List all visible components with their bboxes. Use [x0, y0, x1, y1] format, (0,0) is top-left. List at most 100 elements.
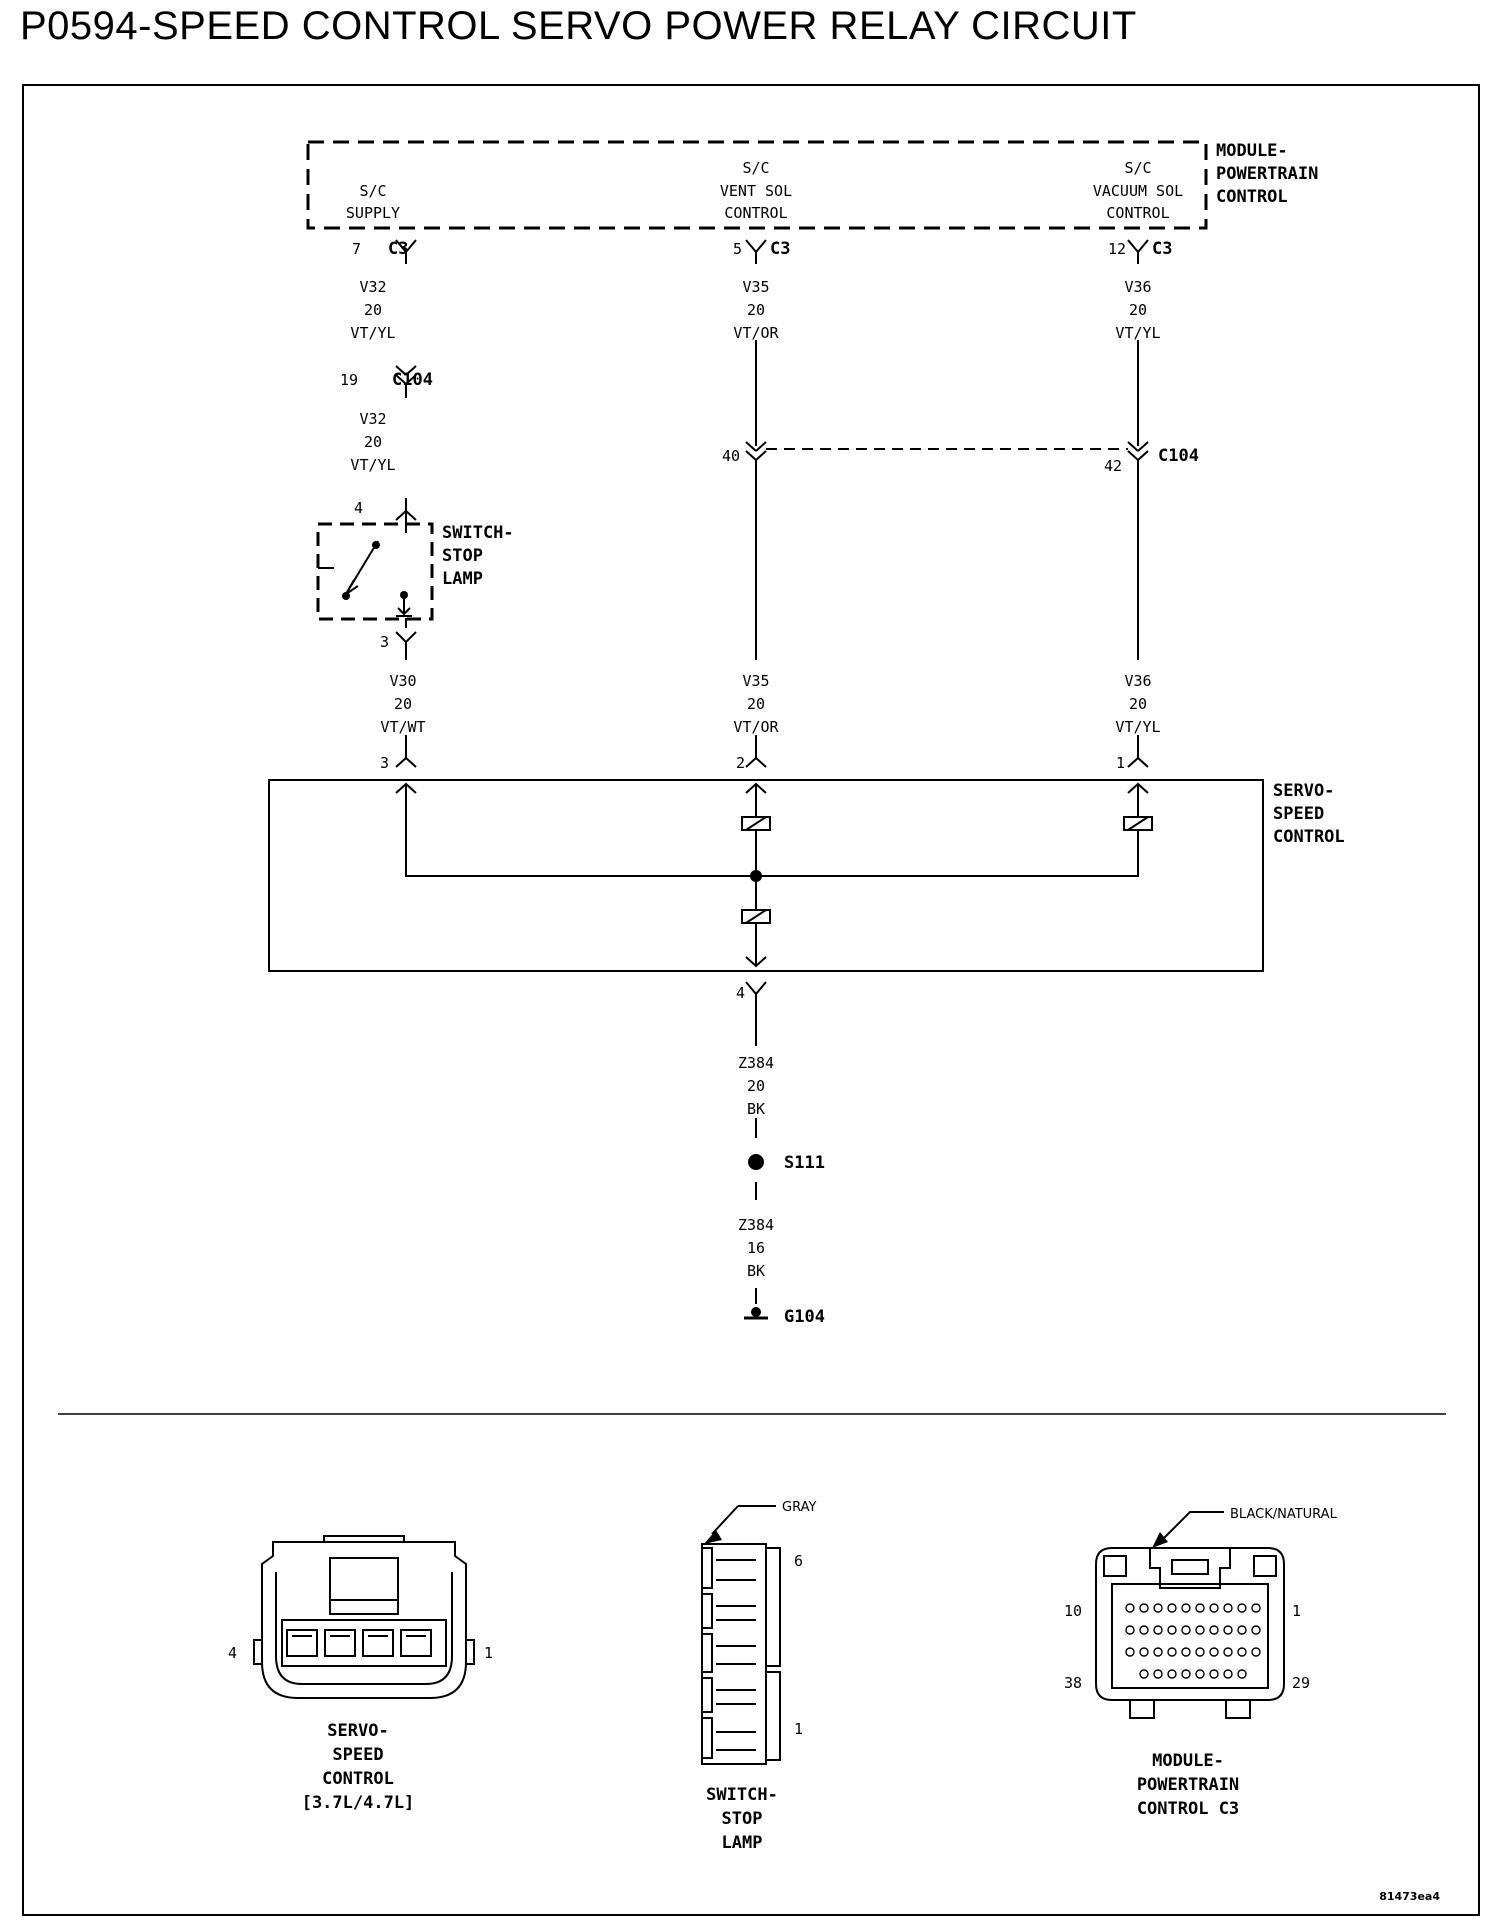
- pcm-conn-pins: [1125, 1603, 1261, 1679]
- ground-g104-label: G104: [784, 1307, 825, 1327]
- servo-ground-pin4: 4: [736, 984, 745, 1002]
- pcm-conn-pin10: 10: [1064, 1602, 1082, 1620]
- pcm-conn-pin29: 29: [1292, 1674, 1310, 1692]
- pcm-conn-pin38: 38: [1064, 1674, 1082, 1692]
- c104-label-left: C104: [392, 370, 433, 390]
- stop-switch-name-line2: STOP: [442, 546, 483, 566]
- wire-v30-code: V30: [389, 672, 416, 690]
- c104-pin42: 42: [1104, 457, 1122, 475]
- pcm-pin-vent-label-line3: CONTROL: [724, 204, 787, 222]
- servo-conn-name-line4: [3.7L/4.7L]: [302, 1793, 415, 1813]
- wire-v35-upper-code: V35: [742, 278, 769, 296]
- switch-conn-name-line3: LAMP: [722, 1833, 763, 1853]
- wire-v32-upper-gauge: 20: [364, 301, 382, 319]
- c3-pin7-connector-symbol: [395, 239, 417, 264]
- stop-lamp-switch: [316, 511, 434, 621]
- pcm-conn-pin1: 1: [1292, 1602, 1301, 1620]
- splice-s111-label: S111: [784, 1153, 825, 1173]
- wire-v36-upper-color: VT/YL: [1115, 324, 1160, 342]
- servo-name-line3: CONTROL: [1273, 827, 1345, 847]
- stop-switch-name-line1: SWITCH-: [442, 523, 514, 543]
- wire-v30-color: VT/WT: [380, 718, 425, 736]
- c3-label-supply: C3: [388, 239, 408, 259]
- servo-speed-control: [268, 779, 1264, 972]
- wire-v35-lower-gauge: 20: [747, 695, 765, 713]
- wire-v36-upper-gauge: 20: [1129, 301, 1147, 319]
- servo-conn-pin4: 4: [228, 1644, 237, 1662]
- switch-conn-name-line1: SWITCH-: [706, 1785, 778, 1805]
- pcm-name-line1: MODULE-: [1216, 141, 1288, 161]
- servo-conn-name-line3: CONTROL: [322, 1769, 394, 1789]
- c104-label-right: C104: [1158, 446, 1199, 466]
- wire-v32-lower-gauge: 20: [364, 433, 382, 451]
- pcm-module-outline: [306, 140, 1208, 230]
- c3-pin12: 12: [1108, 240, 1126, 258]
- wire-v35-lower-color: VT/OR: [733, 718, 779, 736]
- wire-sc-supply: [395, 239, 417, 768]
- wire-v32-upper-code: V32: [359, 278, 386, 296]
- pcm-pin-vent-label-line1: S/C: [742, 159, 769, 177]
- switch-conn-pin6: 6: [794, 1552, 803, 1570]
- switch-conn-color: GRAY: [782, 1500, 816, 1515]
- servo-pin1: 1: [1116, 754, 1125, 772]
- c3-pin5: 5: [733, 240, 742, 258]
- switch-conn-pin1: 1: [794, 1720, 803, 1738]
- servo-name-line2: SPEED: [1273, 804, 1324, 824]
- pcm-conn-name-line1: MODULE-: [1152, 1751, 1224, 1771]
- wire-z384-16-color: BK: [747, 1262, 765, 1280]
- wire-vacuum-sol: [1127, 239, 1149, 768]
- servo-pin2: 2: [736, 754, 745, 772]
- pcm-pin-vent-label-line2: VENT SOL: [720, 182, 792, 200]
- pcm-name-line2: POWERTRAIN: [1216, 164, 1318, 184]
- c3-pin7: 7: [352, 240, 361, 258]
- pcm-pin-vacuum-label-line2: VACUUM SOL: [1093, 182, 1183, 200]
- wire-z384-16-gauge: 16: [747, 1239, 765, 1257]
- wire-v36-lower-color: VT/YL: [1115, 718, 1160, 736]
- diagram-frame: [22, 84, 1480, 1916]
- pcm-connector-view: [1095, 1511, 1285, 1719]
- servo-conn-name-line1: SERVO-: [327, 1721, 388, 1741]
- pcm-name-line3: CONTROL: [1216, 187, 1288, 207]
- wire-vent-sol: [745, 239, 767, 768]
- servo-name-line1: SERVO-: [1273, 781, 1334, 801]
- splice-s111-dot: [748, 1154, 764, 1170]
- wire-ground: [744, 981, 768, 1320]
- c3-label-vent: C3: [770, 239, 790, 259]
- wire-v36-lower-gauge: 20: [1129, 695, 1147, 713]
- pcm-conn-name-line2: POWERTRAIN: [1137, 1775, 1239, 1795]
- stop-switch-pin4: 4: [354, 499, 363, 517]
- c104-pin40: 40: [722, 447, 740, 465]
- wire-z384-20-color: BK: [747, 1100, 765, 1118]
- wire-z384-20-code: Z384: [738, 1054, 774, 1072]
- pcm-pin-supply-label-line2: S/C: [359, 182, 386, 200]
- stop-switch-pin3: 3: [380, 633, 389, 651]
- wire-v35-upper-gauge: 20: [747, 301, 765, 319]
- page-title: P0594-SPEED CONTROL SERVO POWER RELAY CI…: [20, 4, 1137, 48]
- figure-id: 81473ea4: [1379, 1890, 1440, 1903]
- c104-pin19: 19: [340, 371, 358, 389]
- wire-v32-lower-code: V32: [359, 410, 386, 428]
- wire-v35-upper-color: VT/OR: [733, 324, 779, 342]
- switch-conn-name-line2: STOP: [722, 1809, 763, 1829]
- wire-v32-upper-color: VT/YL: [350, 324, 395, 342]
- c3-label-vacuum: C3: [1152, 239, 1172, 259]
- wire-v36-lower-code: V36: [1124, 672, 1151, 690]
- wire-v30-gauge: 20: [394, 695, 412, 713]
- pcm-pin-vacuum-label-line3: CONTROL: [1106, 204, 1169, 222]
- pcm-pin-vacuum-label-line1: S/C: [1124, 159, 1151, 177]
- switch-connector-view: [701, 1505, 781, 1765]
- servo-connector-view: [253, 1535, 475, 1699]
- wire-v35-lower-code: V35: [742, 672, 769, 690]
- pcm-pin-supply-label-line3: SUPPLY: [346, 204, 400, 222]
- pcm-conn-color: BLACK/NATURAL: [1230, 1507, 1338, 1522]
- pcm-conn-name-line3: CONTROL C3: [1137, 1799, 1239, 1819]
- servo-conn-pin1: 1: [484, 1644, 493, 1662]
- wire-z384-20-gauge: 20: [747, 1077, 765, 1095]
- servo-pin3: 3: [380, 754, 389, 772]
- stop-switch-name-line3: LAMP: [442, 569, 483, 589]
- servo-conn-name-line2: SPEED: [332, 1745, 383, 1765]
- wire-v32-lower-color: VT/YL: [350, 456, 395, 474]
- wire-v36-upper-code: V36: [1124, 278, 1151, 296]
- wire-z384-16-code: Z384: [738, 1216, 774, 1234]
